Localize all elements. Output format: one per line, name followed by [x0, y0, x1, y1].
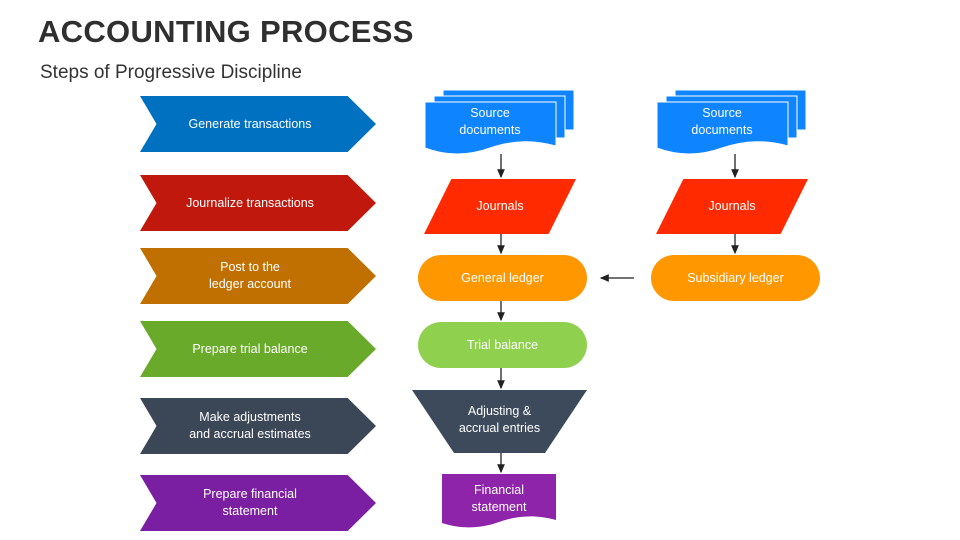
document-stack-icon	[656, 90, 807, 155]
trial-balance: Trial balance	[418, 322, 587, 368]
step-prepare-financial-statement: Prepare financial statement	[140, 475, 376, 531]
subsidiary-ledger: Subsidiary ledger	[651, 255, 820, 301]
page-title: ACCOUNTING PROCESS	[38, 14, 414, 49]
step-label: Prepare trial balance	[192, 341, 308, 356]
step-label: Prepare financial statement	[203, 487, 297, 518]
journals-left: Journals	[424, 179, 576, 234]
source-documents-left: Source documents	[424, 90, 578, 156]
step-make-adjustments: Make adjustments and accrual estimates	[140, 398, 376, 454]
source-documents-right-label: Source documents	[691, 106, 753, 137]
general-ledger: General ledger	[418, 255, 587, 301]
step-generate-transactions: Generate transactions	[140, 96, 376, 152]
financial-statement-label: Financial statement	[471, 483, 527, 514]
step-label: Post to the ledger account	[208, 260, 291, 291]
step-label: Make adjustments and accrual estimates	[189, 410, 311, 441]
step-label: Generate transactions	[188, 116, 312, 131]
step-label: Journalize transactions	[186, 195, 314, 210]
journals-right: Journals	[656, 179, 808, 234]
step-journalize-transactions: Journalize transactions	[140, 175, 376, 231]
step-post-to-ledger: Post to the ledger account	[140, 248, 376, 304]
document-icon	[442, 474, 556, 528]
source-documents-left-label: Source documents	[459, 106, 521, 137]
step-prepare-trial-balance: Prepare trial balance	[140, 321, 376, 377]
page-subtitle: Steps of Progressive Discipline	[40, 62, 302, 83]
document-stack-icon	[424, 90, 575, 155]
source-documents-right: Source documents	[656, 90, 810, 156]
financial-statement: Financial statement	[442, 474, 556, 530]
